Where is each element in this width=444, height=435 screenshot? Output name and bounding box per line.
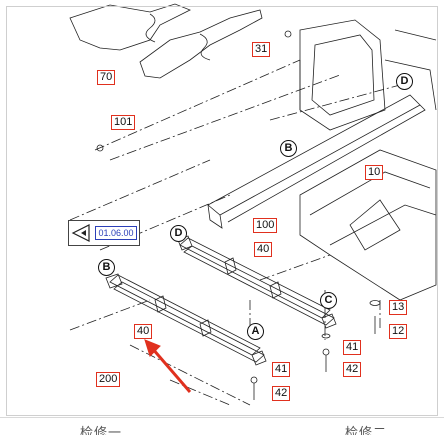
callout-42-right: 42 xyxy=(343,362,362,377)
callout-42-left: 42 xyxy=(272,386,291,401)
callout-40-upper: 40 xyxy=(254,242,273,257)
bottom-text-left: 检修一 xyxy=(80,426,123,435)
back-arrow-icon xyxy=(71,224,90,242)
callout-41-right: 41 xyxy=(343,340,362,355)
marker-d-upper: D xyxy=(396,73,413,90)
callout-100: 100 xyxy=(253,218,278,233)
callout-10: 10 xyxy=(365,165,384,180)
callout-41-left: 41 xyxy=(272,362,291,377)
bottom-strip: 检修一 检修二 xyxy=(0,417,444,435)
marker-d-lower: D xyxy=(170,225,187,242)
panel-upper xyxy=(69,3,191,51)
marker-b-upper: B xyxy=(280,140,297,157)
reference-box[interactable]: 01.06.00 xyxy=(68,220,140,246)
pointer-arrow xyxy=(144,339,192,393)
callout-40-lower: 40 xyxy=(134,324,153,339)
callout-12: 12 xyxy=(389,324,408,339)
callout-101: 101 xyxy=(111,115,136,130)
marker-c: C xyxy=(320,292,337,309)
callout-13: 13 xyxy=(389,300,408,315)
bolts xyxy=(96,30,381,400)
bottom-text-right: 检修二 xyxy=(345,426,388,435)
base-frame-10 xyxy=(299,149,437,301)
marker-a: A xyxy=(247,323,264,340)
diagram-frame xyxy=(6,6,438,416)
callout-31: 31 xyxy=(252,42,271,57)
roller-assembly-lower xyxy=(105,273,267,366)
reference-code[interactable]: 01.06.00 xyxy=(95,226,137,240)
panel-lower xyxy=(139,9,263,79)
callout-200: 200 xyxy=(96,372,121,387)
marker-b-lower: B xyxy=(98,259,115,276)
callout-70: 70 xyxy=(97,70,116,85)
